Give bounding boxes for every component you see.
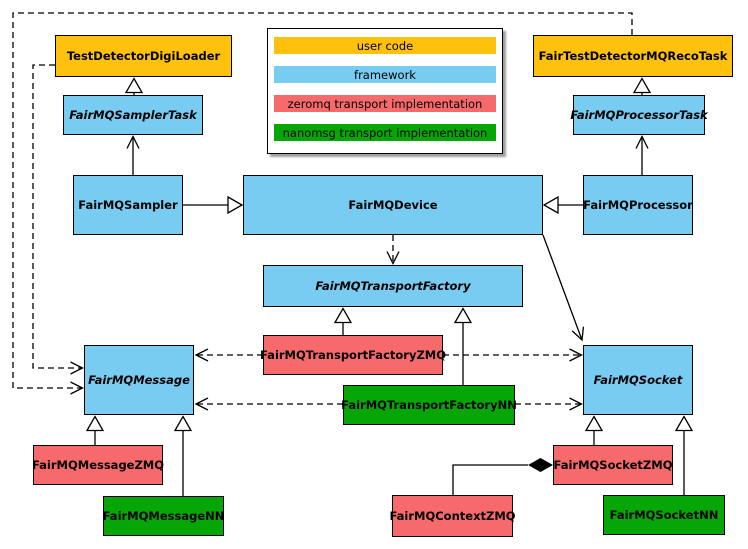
- class-label: FairMQSampler: [78, 198, 178, 212]
- class-fairmqtransportfactoryzmq: FairMQTransportFactoryZMQ: [260, 335, 447, 375]
- class-fairmqmessagezmq: FairMQMessageZMQ: [31, 445, 165, 485]
- class-label: TestDetectorDigiLoader: [66, 49, 221, 63]
- class-label: FairMQTransportFactory: [315, 279, 471, 293]
- class-label: FairMQMessage: [88, 373, 190, 387]
- class-fairmqmessage: FairMQMessage: [84, 345, 194, 415]
- class-fairmqsocket: FairMQSocket: [583, 345, 693, 415]
- class-fairmqtransportfactorynn: FairMQTransportFactoryNN: [341, 385, 517, 425]
- legend-item-nanomsg: nanomsg transport implementation: [274, 124, 496, 141]
- class-fairmqcontextzmq: FairMQContextZMQ: [389, 495, 516, 537]
- class-label: FairTestDetectorMQRecoTask: [538, 49, 728, 63]
- class-label: FairMQContextZMQ: [389, 509, 516, 523]
- class-fairmqdevice: FairMQDevice: [243, 175, 543, 235]
- legend-label: zeromq transport implementation: [287, 96, 483, 111]
- class-label: FairMQSamplerTask: [69, 108, 197, 122]
- class-fairmqsocketzmq: FairMQSocketZMQ: [553, 445, 673, 485]
- class-testdetectordigiloader: TestDetectorDigiLoader: [55, 35, 232, 77]
- edge-device-to-socket: [542, 234, 585, 342]
- class-label: FairMQDevice: [348, 198, 438, 212]
- class-label: FairMQSocketZMQ: [553, 458, 673, 472]
- legend-item-framework: framework: [274, 66, 496, 83]
- class-fairmqprocessor: FairMQProcessor: [583, 175, 693, 235]
- class-label: FairMQMessageNN: [102, 509, 225, 523]
- class-fairtestdetectormqrecotask: FairTestDetectorMQRecoTask: [533, 35, 733, 77]
- legend-label: user code: [356, 38, 414, 53]
- class-fairmqprocessortask: FairMQProcessorTask: [570, 95, 708, 135]
- class-label: FairMQTransportFactoryNN: [341, 398, 517, 412]
- edge-contextzmq-to-socketzmq: [452, 464, 528, 495]
- class-label: FairMQProcessor: [583, 198, 693, 212]
- legend: user code framework zeromq transport imp…: [267, 28, 503, 154]
- class-label: FairMQSocket: [593, 373, 683, 387]
- composition-diamond: [528, 458, 553, 472]
- edge-digiloader-to-message: [32, 64, 84, 375]
- class-label: FairMQTransportFactoryZMQ: [260, 348, 447, 362]
- class-fairmqsamplertask: FairMQSamplerTask: [63, 95, 203, 135]
- legend-label: nanomsg transport implementation: [282, 125, 488, 140]
- legend-item-user-code: user code: [274, 37, 496, 54]
- class-fairmqmessagenn: FairMQMessageNN: [103, 496, 224, 536]
- edge-recotask-to-message: [12, 12, 633, 395]
- legend-label: framework: [354, 67, 416, 82]
- class-label: FairMQSocketNN: [609, 508, 719, 522]
- legend-item-zeromq: zeromq transport implementation: [274, 95, 496, 112]
- class-fairmqsampler: FairMQSampler: [73, 175, 183, 235]
- class-fairmqsocketnn: FairMQSocketNN: [603, 495, 725, 535]
- class-fairmqtransportfactory: FairMQTransportFactory: [263, 265, 523, 307]
- class-label: FairMQMessageZMQ: [31, 458, 165, 472]
- class-label: FairMQProcessorTask: [570, 108, 708, 122]
